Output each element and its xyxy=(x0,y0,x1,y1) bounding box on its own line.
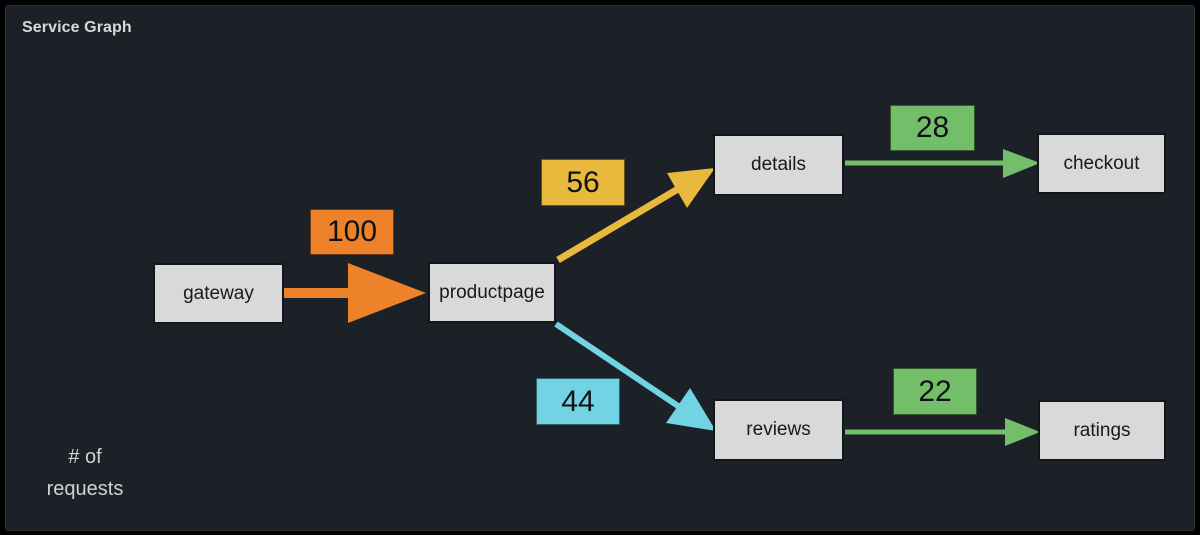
node-ratings[interactable]: ratings xyxy=(1038,400,1166,461)
node-gateway[interactable]: gateway xyxy=(153,263,284,324)
node-checkout[interactable]: checkout xyxy=(1037,133,1166,194)
node-details[interactable]: details xyxy=(713,134,844,196)
node-productpage[interactable]: productpage xyxy=(428,262,556,323)
panel-title: Service Graph xyxy=(22,19,132,36)
edge-requests-badge: 56 xyxy=(541,159,625,206)
node-reviews[interactable]: reviews xyxy=(713,399,844,461)
edge-requests-badge: 100 xyxy=(310,209,394,255)
edge-requests-badge: 28 xyxy=(890,105,975,151)
requests-axis-note: # of requests xyxy=(46,446,124,500)
edge-requests-badge: 44 xyxy=(536,378,620,425)
edge-requests-badge: 22 xyxy=(893,368,977,415)
